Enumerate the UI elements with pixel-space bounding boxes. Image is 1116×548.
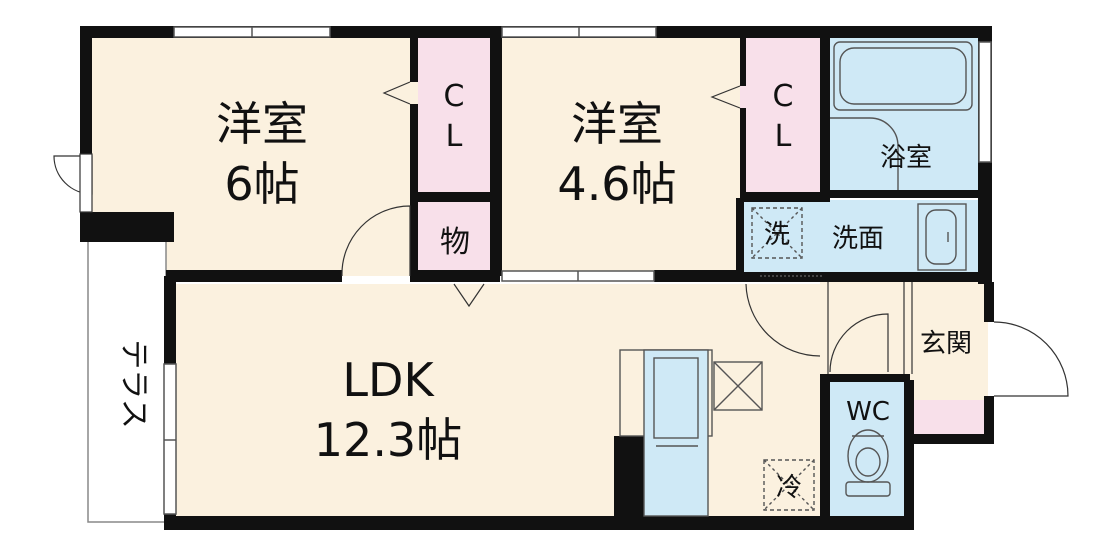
wash-basin [917,203,967,271]
wall-bottom [164,516,912,530]
terrace-label: テラス [116,339,151,428]
wall-left-lower-block [80,212,174,242]
wall-room2-closet2-2 [740,108,746,202]
terrace [87,239,167,523]
entrance-label: 玄関 [920,329,972,359]
storage-floor [418,202,490,276]
fridge-label: 冷 [776,473,802,503]
wall-room2-wash [736,198,744,282]
wall-mid-horizontal-1 [166,270,342,282]
door-room1 [341,205,411,277]
washer-box [751,207,803,259]
kitchen-sink [653,357,699,439]
closet1-door-mark [382,81,411,105]
closet2-l: L [775,119,792,154]
storage-door-mark [453,283,485,308]
toilet-label: WC [846,397,890,427]
window-bath [978,41,992,163]
ldk-size: 12.3帖 [314,413,462,467]
ldk-name: LDK [342,353,435,407]
wall-wc-top [828,374,910,382]
labels: 洋室 6帖 C L 物 洋室 4.6帖 C L 浴室 洗 洗面 LDK 12.3… [116,79,972,503]
room-fills [90,36,988,520]
windows [163,26,992,515]
wall-wc-right [904,380,914,530]
door-ldk [745,283,821,357]
closet-1-floor [418,36,490,192]
hallway-floor [820,282,908,380]
fridge-box [763,459,815,511]
wall-right-entrance-low [984,396,994,444]
doors [53,81,1069,397]
western-room-2-floor [500,36,740,276]
wall-room1-closet [410,36,418,82]
room2-name: 洋室 [571,97,663,151]
bathtub [833,41,973,111]
wall-bath-wash [828,190,978,198]
room1-name: 洋室 [216,97,308,151]
wall-right-entrance [984,282,994,322]
wall-mid-horizontal-2 [410,270,500,282]
wall-closet1-room2 [490,36,502,276]
wall-closet1-storage [418,192,500,202]
closet2-door-mark [710,85,741,109]
door-entrance [993,321,1069,397]
range-hood [713,361,763,411]
closet1-c: C [444,79,465,114]
wall-room2-closet2 [740,36,746,86]
terrace-outline [87,239,167,523]
wall-room1-closet-2 [410,104,418,200]
closet1-l: L [446,119,463,154]
washer-label: 洗 [764,220,790,250]
fixtures [619,41,973,517]
wall-room1-storage [410,200,418,276]
wall-wc-left [820,374,830,530]
wall-closet2-wash [740,192,830,202]
wall-left-upper [80,26,92,154]
bath-label: 浴室 [880,143,932,173]
entrance-shoebox [908,400,988,434]
wall-kitchen-block [614,436,644,520]
toilet-bowl [847,429,889,483]
wall-mid-horizontal-3 [654,270,744,282]
wall-entrance-bottom [908,434,994,444]
entrance-floor [908,282,988,400]
door-wc [829,313,889,373]
ldk-floor [174,284,820,520]
wall-wash-bottom [740,272,984,282]
washroom-label: 洗面 [832,224,884,254]
room2-size: 4.6帖 [557,157,676,211]
window-terrace [163,363,177,515]
closet-2-floor [740,36,820,192]
wall-closet2-bath [820,36,830,196]
room1-size: 6帖 [224,157,299,211]
storage-label: 物 [440,225,470,260]
closet2-c: C [773,79,794,114]
